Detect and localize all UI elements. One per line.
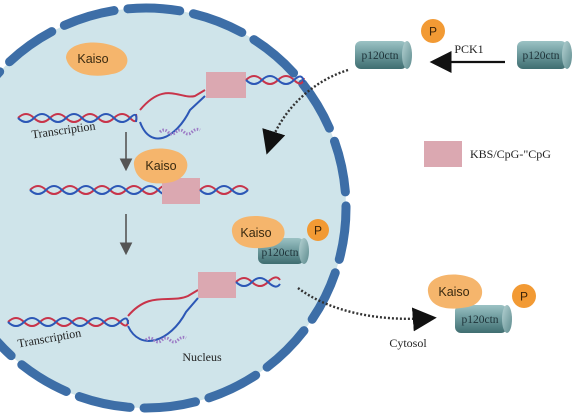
dna-strand-red — [235, 276, 281, 287]
rna-transcript — [144, 335, 187, 344]
p120ctn-phosphorylated: p120ctn P — [355, 19, 445, 69]
dna-strand-red — [29, 185, 167, 195]
phosphate-group: P — [512, 284, 536, 308]
phosphate-label: P — [520, 290, 528, 304]
p120ctn-label: p120ctn — [361, 50, 398, 62]
phosphate-group: P — [307, 219, 329, 241]
dna-strand-blue — [29, 185, 167, 195]
dna-strand-red — [199, 185, 249, 195]
phosphate-label: P — [314, 224, 322, 238]
dna-strand-blue — [245, 75, 305, 85]
kaiso-p120-complex-cytosolic: p120ctn Kaiso P — [427, 274, 536, 333]
dna-strand-blue — [17, 113, 138, 123]
dna-strand-blue — [199, 185, 249, 195]
kaiso-protein: Kaiso — [133, 148, 188, 184]
phosphate-label: P — [429, 25, 437, 39]
legend: KBS/CpG-"CpG — [424, 141, 551, 167]
dna-row-2: Kaiso — [29, 148, 249, 204]
nucleus — [0, 3, 351, 413]
cytosol-label: Cytosol — [389, 336, 427, 350]
pck1-label: PCK1 — [454, 42, 483, 56]
legend-kbs-swatch — [424, 141, 462, 167]
transcription-bubble-bottom — [127, 297, 199, 342]
p120ctn-protein: p120ctn — [455, 305, 512, 333]
dna-row-1: Kaiso Transcription — [17, 42, 305, 141]
rna-transcript — [158, 127, 201, 136]
nuclear-membrane — [0, 3, 351, 413]
kaiso-label: Kaiso — [145, 159, 176, 173]
nucleus-label: Nucleus — [182, 350, 222, 364]
kaiso-label: Kaiso — [77, 52, 108, 66]
dna-strand-blue — [235, 277, 281, 288]
phosphate-group: P — [421, 19, 445, 43]
kbs-box — [206, 72, 246, 98]
nuclear-import-arrow — [262, 68, 349, 155]
p120ctn-label: p120ctn — [261, 247, 298, 259]
transcription-bubble-bottom — [139, 95, 206, 140]
kaiso-protein: Kaiso — [231, 216, 285, 249]
p120ctn-unphosphorylated: p120ctn — [517, 41, 572, 69]
kaiso-protein: Kaiso — [66, 42, 128, 76]
legend-label: KBS/CpG-"CpG — [470, 147, 551, 161]
p120ctn-label: p120ctn — [522, 50, 559, 62]
nuclear-export-arrow — [297, 287, 437, 332]
kaiso-label: Kaiso — [438, 285, 469, 299]
kaiso-p120-complex-nuclear: p120ctn Kaiso P — [231, 216, 329, 264]
transcription-bubble-top — [127, 289, 199, 317]
kaiso-protein: Kaiso — [427, 274, 483, 309]
kaiso-label: Kaiso — [240, 226, 271, 240]
kbs-box — [198, 272, 236, 298]
transcription-bubble-top — [139, 89, 206, 111]
p120ctn-label: p120ctn — [461, 314, 498, 326]
dna-strand-blue — [7, 317, 129, 327]
